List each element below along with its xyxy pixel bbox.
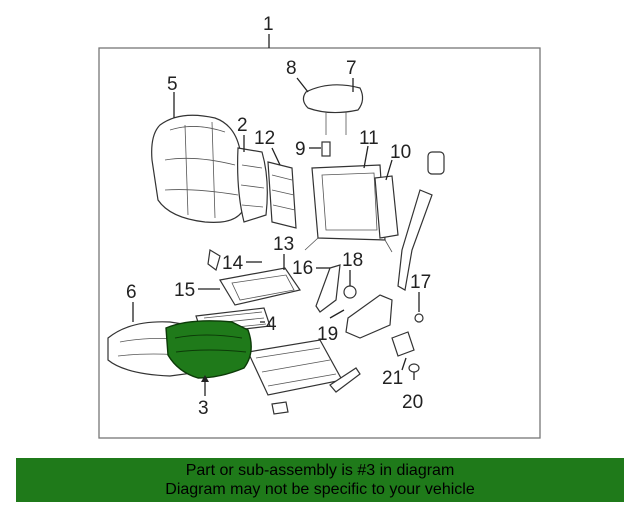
callout-12: 12 xyxy=(254,128,275,149)
seat-back-cover xyxy=(151,114,246,223)
parts-diagram: 1 5 2 12 8 7 9 11 xyxy=(98,14,541,439)
callout-5: 5 xyxy=(167,74,178,95)
seat-back-heater xyxy=(267,161,297,229)
leader-12 xyxy=(271,147,281,166)
leader-8 xyxy=(296,77,309,93)
info-banner: Part or sub-assembly is #3 in diagram Di… xyxy=(16,458,624,502)
callout-20: 20 xyxy=(402,392,423,413)
seat-back-pad xyxy=(237,147,268,223)
callout-2: 2 xyxy=(237,115,248,136)
leader-3-arrow xyxy=(201,375,209,382)
callout-14: 14 xyxy=(222,253,244,274)
headrest xyxy=(302,84,364,135)
callout-15: 15 xyxy=(174,280,195,301)
callout-3: 3 xyxy=(198,398,209,419)
bolt xyxy=(408,363,420,373)
banner-line-1: Part or sub-assembly is #3 in diagram xyxy=(185,462,455,479)
seat-bracket xyxy=(207,249,221,272)
highlighted-seat-cushion-pad[interactable] xyxy=(165,320,252,379)
callout-9: 9 xyxy=(295,139,306,160)
callout-1: 1 xyxy=(263,14,274,35)
recliner-knob xyxy=(427,151,445,175)
side-trim xyxy=(397,189,433,291)
banner-line-2: Diagram may not be specific to your vehi… xyxy=(165,481,475,498)
seat-back-frame xyxy=(304,164,393,253)
callout-17: 17 xyxy=(410,272,431,293)
callout-18: 18 xyxy=(342,250,363,271)
diagram-frame xyxy=(98,47,541,439)
callout-21: 21 xyxy=(382,368,403,389)
callout-16: 16 xyxy=(292,258,313,279)
seat-adjuster-track xyxy=(247,339,361,415)
callout-4: 4 xyxy=(266,314,277,335)
callout-11: 11 xyxy=(359,128,379,149)
seat-switch xyxy=(343,285,357,299)
callout-6: 6 xyxy=(126,282,137,303)
side-shield xyxy=(345,294,393,339)
callout-10: 10 xyxy=(390,142,411,163)
seat-adjuster-lever xyxy=(315,264,341,313)
leader-21 xyxy=(401,357,407,371)
leader-11 xyxy=(363,145,369,169)
seat-cushion-frame xyxy=(219,267,301,306)
callout-19: 19 xyxy=(317,324,338,345)
headrest-guide xyxy=(321,141,331,157)
trim-clip xyxy=(414,313,424,323)
adjuster-knob xyxy=(391,331,415,357)
callout-13: 13 xyxy=(273,234,294,255)
leader-19 xyxy=(329,309,345,319)
callout-8: 8 xyxy=(286,58,297,79)
callout-7: 7 xyxy=(346,58,357,79)
leader-10 xyxy=(385,159,393,181)
